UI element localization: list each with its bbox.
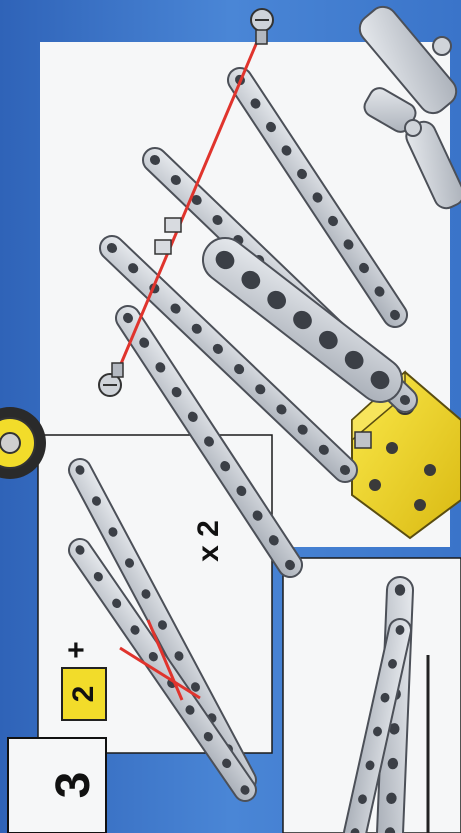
- part-count: 2: [62, 674, 106, 714]
- plus-sign: +: [62, 635, 92, 665]
- quantity-multiplier: x 2: [192, 506, 226, 576]
- step-number: 3: [49, 745, 99, 825]
